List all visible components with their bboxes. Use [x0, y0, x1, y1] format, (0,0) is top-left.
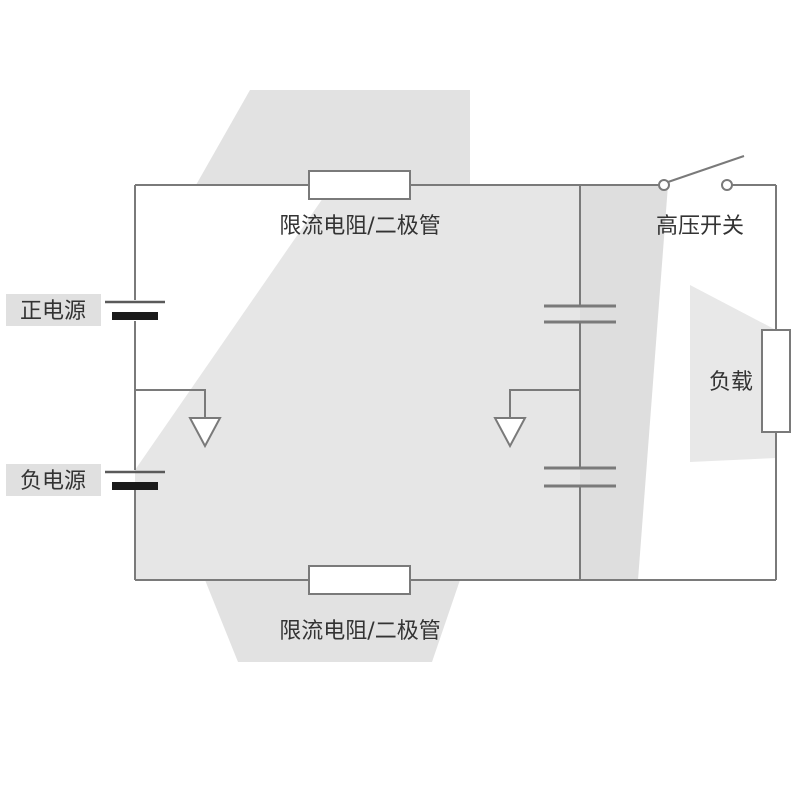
top-resistor-label: 限流电阻/二极管 [279, 214, 440, 239]
switch-label: 高压开关 [656, 214, 744, 239]
watermark-shape [690, 285, 776, 462]
negative-supply-battery [105, 470, 165, 490]
capacitor-top [544, 304, 616, 324]
watermark-shape [135, 185, 580, 580]
positive-supply-label-bg [6, 294, 101, 326]
top-resistor [308, 170, 411, 200]
watermark-shape [205, 580, 460, 662]
capacitor-bottom [544, 466, 616, 488]
negative-supply-label: 负电源 [20, 469, 86, 494]
positive-supply-label: 正电源 [20, 299, 86, 324]
negative-supply-label-bg [6, 464, 101, 496]
arrow-down-icon [188, 417, 222, 449]
current-arrow-left [135, 389, 222, 449]
battery-short-plate [112, 312, 158, 320]
switch-lever [667, 155, 745, 183]
bottom-resistor-label: 限流电阻/二极管 [279, 619, 440, 644]
arrow-stem [135, 389, 206, 418]
arrow-down-icon [493, 417, 527, 449]
watermark-shape [196, 90, 470, 185]
positive-supply-battery [105, 300, 165, 320]
high-voltage-switch [658, 155, 745, 191]
watermark-shape [580, 185, 668, 580]
load-label: 负载 [709, 370, 753, 395]
watermark-shapes [135, 90, 776, 662]
load-resistor [761, 329, 791, 433]
battery-short-plate [112, 482, 158, 490]
current-arrow-right [493, 389, 580, 449]
arrow-stem [509, 389, 580, 418]
bottom-resistor [308, 565, 411, 595]
switch-contact-left [658, 179, 670, 191]
switch-contact-right [721, 179, 733, 191]
